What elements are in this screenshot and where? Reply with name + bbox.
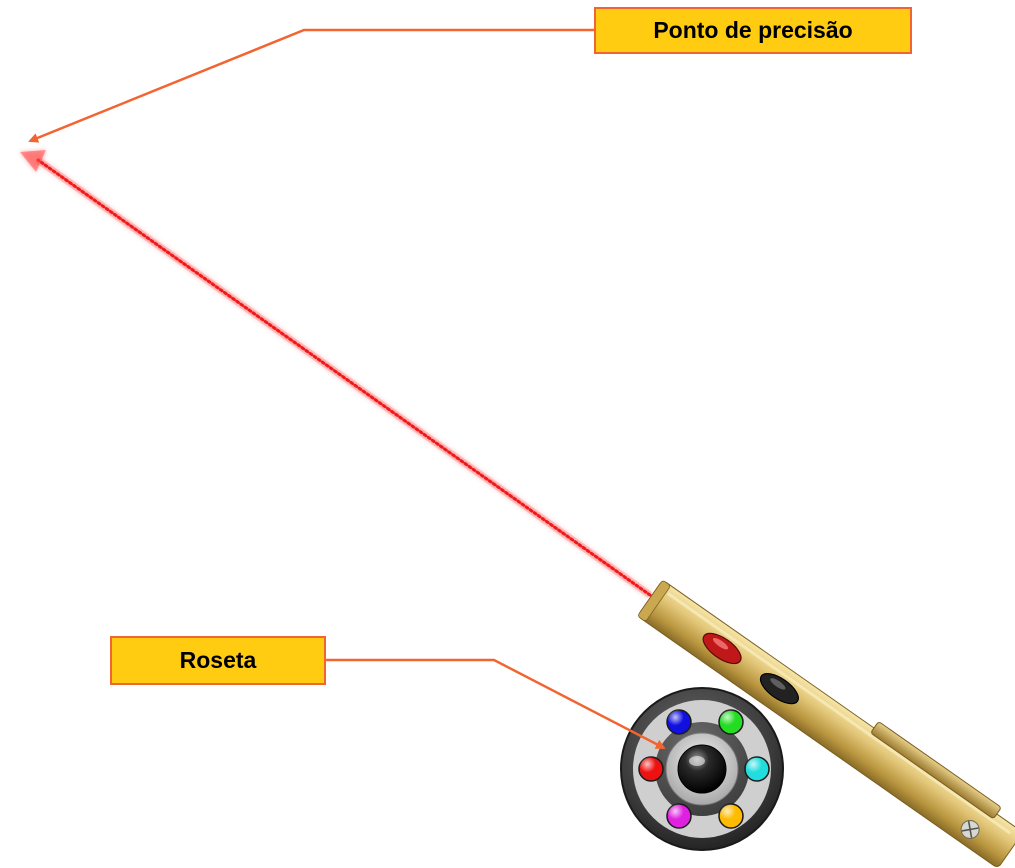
rosette-dot-orange xyxy=(718,803,744,829)
rosette-dot-red xyxy=(638,756,664,782)
rosette-dot-green xyxy=(718,709,744,735)
laser-pointer-icon xyxy=(638,580,1015,867)
black-button-icon xyxy=(759,672,799,705)
rosette-dot-magenta xyxy=(666,803,692,829)
laser-beam xyxy=(20,150,653,598)
precision-point-leader-arrow xyxy=(28,28,594,143)
red-button-icon xyxy=(702,632,742,665)
rosette-dot-blue xyxy=(666,709,692,735)
rosette-dot-cyan xyxy=(744,756,770,782)
precision-point-label: Ponto de precisão xyxy=(594,7,912,54)
rosette-label: Roseta xyxy=(110,636,326,685)
color-rosette-icon xyxy=(620,687,784,851)
center-button-icon xyxy=(677,744,727,794)
rosette-leader-arrow xyxy=(326,658,666,750)
